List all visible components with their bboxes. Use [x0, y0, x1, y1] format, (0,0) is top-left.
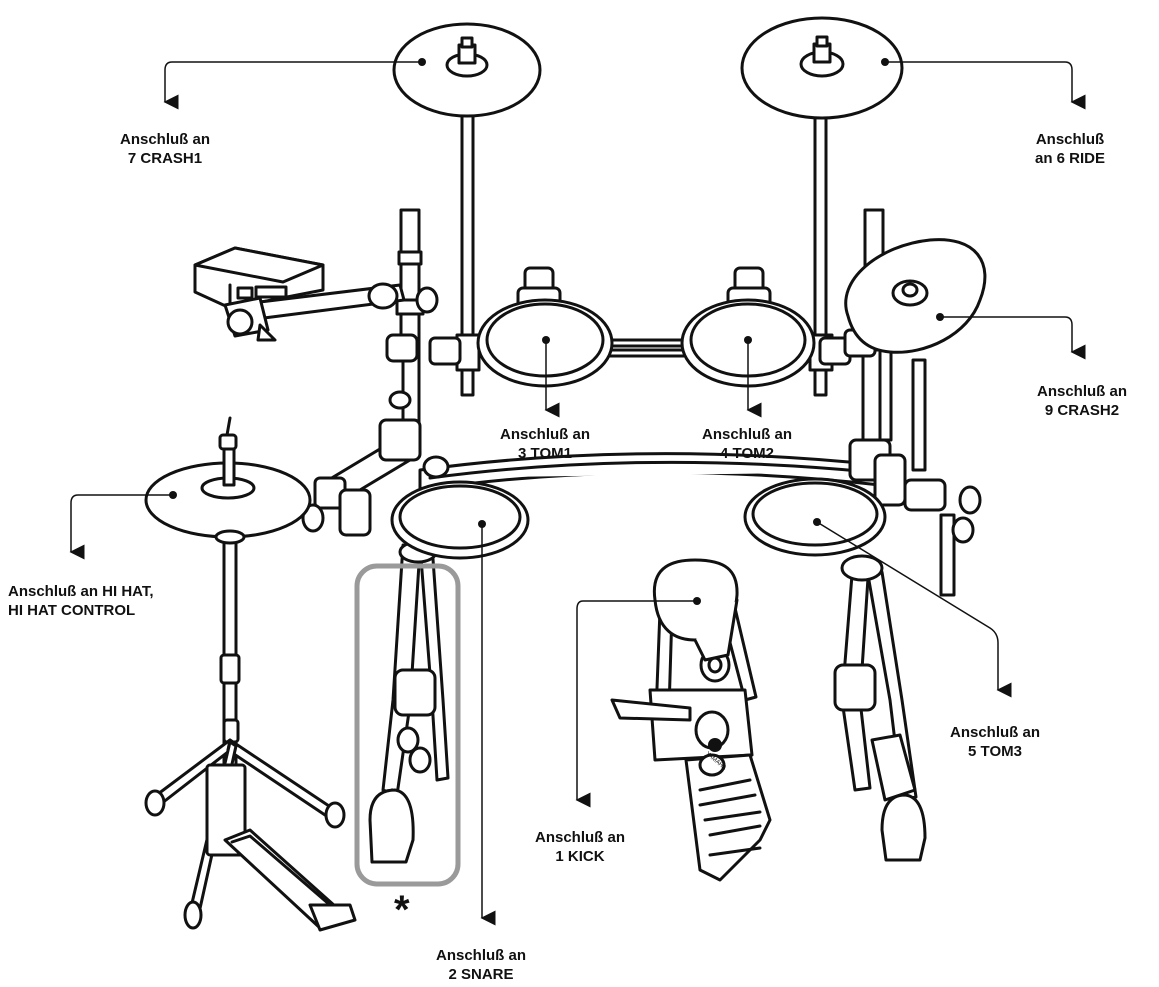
kick-pointer-dot [693, 597, 701, 605]
crash1-pointer [163, 61, 422, 110]
label-ride-line2: an 6 RIDE [1034, 150, 1106, 167]
label-snare-line1: Anschluß an [435, 947, 526, 964]
snare-stand [368, 540, 450, 864]
label-ride: Anschluß an 6 RIDE [1025, 130, 1115, 168]
hihat-stand [144, 538, 357, 932]
label-tom2: Anschluß an 4 TOM2 [690, 425, 804, 463]
crash1-cymbal [392, 22, 542, 118]
tom3-pointer [816, 521, 1012, 698]
rack-right-rear-post [911, 358, 956, 597]
label-tom2-line2: 4 TOM2 [720, 445, 774, 462]
rack-front-crossbar [418, 452, 882, 492]
label-snare: Anschluß an 2 SNARE [425, 946, 537, 984]
rack-upper-crossbar [603, 338, 687, 358]
asterisk-footnote-mark: * [394, 888, 410, 932]
ride-cymbal [740, 16, 904, 120]
hihat-cymbal [144, 416, 312, 545]
label-hihat-line2: HI HAT CONTROL [8, 602, 136, 619]
label-crash1-line2: 7 CRASH1 [127, 150, 203, 167]
kick-pointer [575, 600, 697, 808]
label-crash1-line1: Anschluß an [119, 131, 210, 148]
label-crash2: Anschluß an 9 CRASH2 [1032, 382, 1132, 420]
drum-module [193, 246, 439, 342]
label-kick: Anschluß an 1 KICK [525, 828, 635, 866]
tom1-pointer-dot [542, 336, 550, 344]
tom3-stand [833, 554, 927, 862]
label-tom3-line2: 5 TOM3 [968, 743, 1022, 760]
ride-pointer-dot [881, 58, 889, 66]
label-tom1-line2: 3 TOM1 [518, 445, 572, 462]
hihat-pointer [69, 494, 173, 560]
crash2-cymbal [844, 238, 987, 354]
label-kick-line2: 1 KICK [555, 848, 605, 865]
snare-pointer-dot [478, 520, 486, 528]
label-tom3: Anschluß an 5 TOM3 [940, 723, 1050, 761]
hihat-pointer-dot [169, 491, 177, 499]
label-tom1-line1: Anschluß an [499, 426, 590, 443]
label-ride-line1: Anschluß [1035, 131, 1105, 148]
kick-pedal [610, 606, 772, 882]
label-crash2-line1: Anschluß an [1036, 383, 1127, 400]
rack-clamp [301, 328, 982, 544]
label-tom1: Anschluß an 3 TOM1 [488, 425, 602, 463]
tom3-pad [743, 477, 887, 557]
tom2-pointer-dot [744, 336, 752, 344]
label-crash2-line2: 9 CRASH2 [1044, 402, 1120, 419]
label-tom3-line1: Anschluß an [949, 724, 1040, 741]
label-hihat-line1: Anschluß an HI HAT, [8, 583, 154, 600]
label-tom2-line1: Anschluß an [701, 426, 792, 443]
tom3-pointer-dot [813, 518, 821, 526]
label-crash1: Anschluß an 7 CRASH1 [115, 130, 215, 168]
label-snare-line2: 2 SNARE [448, 966, 514, 983]
label-hihat: Anschluß an HI HAT, HI HAT CONTROL [8, 582, 154, 620]
snare-pad [390, 480, 530, 560]
snare-stand-highlight [354, 563, 461, 887]
crash1-pointer-dot [418, 58, 426, 66]
crash2-pointer-dot [936, 313, 944, 321]
crash2-pointer [940, 316, 1086, 360]
crash2-stand-pole [878, 343, 893, 442]
ride-pointer [885, 61, 1086, 110]
label-kick-line1: Anschluß an [534, 829, 625, 846]
